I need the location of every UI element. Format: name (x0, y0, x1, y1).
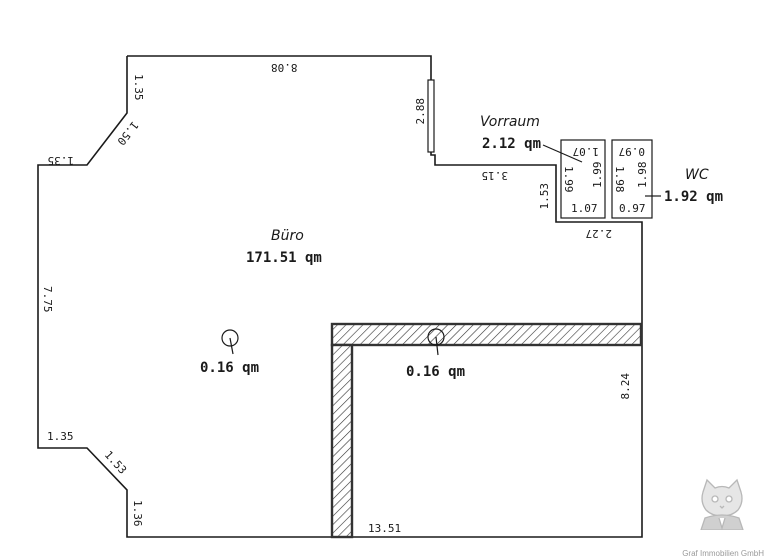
dimension-right: 8.24 (619, 373, 632, 400)
dimension-wc-bottom: 0.97 (619, 202, 646, 215)
dimension-under-rooms: 2.27 (586, 227, 613, 240)
column-symbol-right (427, 328, 445, 356)
company-logo (700, 478, 744, 530)
room-name-buero: Büro (271, 228, 304, 244)
dimension-step-vertical: 1.53 (538, 183, 551, 210)
hatched-wall-vertical (330, 343, 354, 539)
dimension-vorraum-bottom: 1.07 (571, 202, 598, 215)
room-area-buero: 171.51 qm (246, 250, 322, 266)
dimension-top: 8.08 (271, 61, 298, 74)
dimension-lower-left-horizontal: 1.35 (47, 430, 74, 443)
column-symbol-left (221, 329, 239, 355)
wc-room (611, 139, 653, 219)
hatched-wall-horizontal (330, 322, 643, 347)
company-name: Graf Immobilien GmbH (682, 549, 764, 558)
dimension-bottom: 13.51 (368, 522, 401, 535)
dimension-wc-right: 1.98 (636, 162, 649, 189)
room-name-vorraum: Vorraum (480, 114, 540, 130)
vorraum-room (560, 139, 606, 219)
room-area-vorraum: 2.12 qm (482, 136, 541, 152)
dimension-upper-left-vertical: 1.35 (132, 74, 145, 101)
dimension-vorraum-wall: 3.15 (482, 169, 509, 182)
dimension-lower-left-diagonal: 1.53 (102, 448, 129, 476)
column-area-right: 0.16 qm (406, 364, 465, 380)
room-area-wc: 1.92 qm (664, 189, 723, 205)
dimension-lower-left-vertical: 1.36 (131, 500, 144, 527)
outer-wall (37, 55, 643, 538)
dimension-wc-left: 1.98 (613, 166, 626, 193)
window (427, 79, 435, 153)
vorraum-leader-line (542, 144, 583, 163)
dimension-wc-top: 0.97 (619, 145, 646, 158)
column-area-left: 0.16 qm (200, 360, 259, 376)
dimension-window: 2.88 (414, 98, 427, 125)
dimension-vorraum-left: 1.99 (562, 166, 575, 193)
dimension-left: 7.75 (41, 286, 54, 313)
dimension-vorraum-top: 1.07 (573, 145, 600, 158)
dimension-vorraum-right: 1.99 (591, 162, 604, 189)
room-name-wc: WC (685, 167, 709, 183)
dimension-upper-left-horizontal: 1.35 (48, 154, 75, 167)
